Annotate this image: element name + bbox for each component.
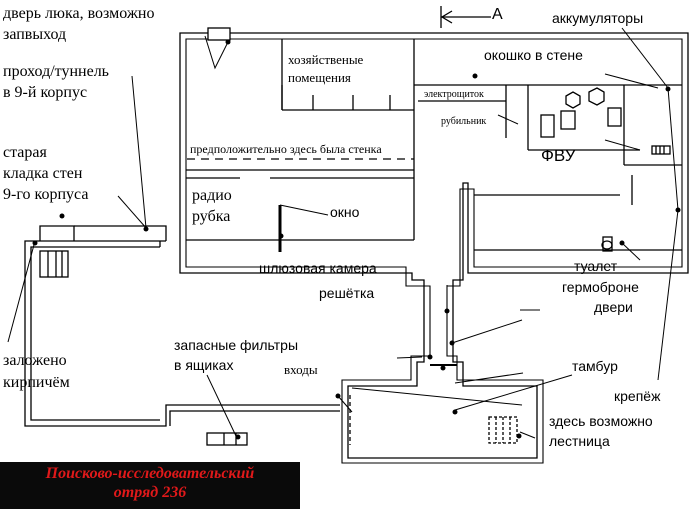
hatch-door-shape bbox=[207, 27, 231, 41]
label-hatch-door: дверь люка, возможно bbox=[3, 5, 155, 22]
toilet-bowl bbox=[601, 240, 613, 250]
label-spare-filters-2: в ящиках bbox=[174, 357, 234, 373]
label-electric-board: электрощиток bbox=[424, 89, 484, 100]
old-masonry-blocks bbox=[39, 250, 69, 278]
batteries-shape bbox=[651, 145, 671, 155]
label-grate: решётка bbox=[319, 285, 375, 301]
label-hermetic-2: двери bbox=[594, 299, 633, 315]
label-toilet: туалет bbox=[574, 258, 618, 274]
leader-dots bbox=[32, 39, 681, 440]
badge-line-1: Поисково-исследовательский bbox=[45, 465, 255, 482]
bunker-outer-walls bbox=[179, 32, 689, 464]
label-hermetic: гермоброне bbox=[562, 279, 639, 295]
label-old-masonry-2: кладка стен bbox=[3, 165, 83, 182]
label-bricked-2: кирпичём bbox=[3, 374, 70, 391]
tunnel-walls bbox=[24, 225, 340, 427]
label-stairs: здесь возможно bbox=[549, 413, 653, 429]
label-bricked: заложено bbox=[3, 352, 67, 369]
label-radio: радио bbox=[192, 187, 232, 204]
label-batteries: аккумуляторы bbox=[552, 10, 644, 26]
team-badge: Поисково-исследовательский отряд 236 bbox=[0, 462, 300, 509]
label-utility: хозяйственые bbox=[288, 52, 364, 67]
label-old-masonry: старая bbox=[3, 144, 47, 161]
fvu-equipment bbox=[540, 87, 622, 138]
label-old-masonry-3: 9-го корпуса bbox=[3, 186, 89, 203]
label-radio-2: рубка bbox=[192, 208, 231, 225]
leader-lines bbox=[7, 27, 679, 439]
filter-boxes bbox=[206, 432, 248, 446]
label-mount: крепёж bbox=[614, 388, 661, 404]
label-window-in-wall: окошко в стене bbox=[484, 47, 583, 63]
label-former-wall: предположительно здесь была стенка bbox=[190, 142, 382, 156]
label-window: окно bbox=[330, 204, 360, 220]
label-hatch-door-2: запвыход bbox=[3, 26, 67, 43]
badge-line-2: отряд 236 bbox=[113, 484, 187, 502]
label-utility-2: помещения bbox=[288, 70, 351, 85]
stairs-shape bbox=[488, 416, 518, 444]
label-section-a: А bbox=[492, 6, 503, 23]
label-switch: рубильник bbox=[441, 116, 487, 127]
label-vestibule: тамбур bbox=[572, 358, 618, 374]
label-entrances: входы bbox=[284, 362, 318, 377]
interior-partitions bbox=[186, 39, 682, 251]
label-tunnel-2: в 9-й корпус bbox=[3, 84, 88, 101]
label-stairs-2: лестница bbox=[549, 433, 610, 449]
label-tunnel: проход/туннель bbox=[3, 63, 109, 80]
label-fvu: ФВУ bbox=[541, 146, 576, 165]
label-spare-filters: запасные фильтры bbox=[174, 337, 299, 353]
section-arrow-a bbox=[440, 6, 491, 28]
label-airlock: шлюзовая камера bbox=[259, 260, 377, 276]
